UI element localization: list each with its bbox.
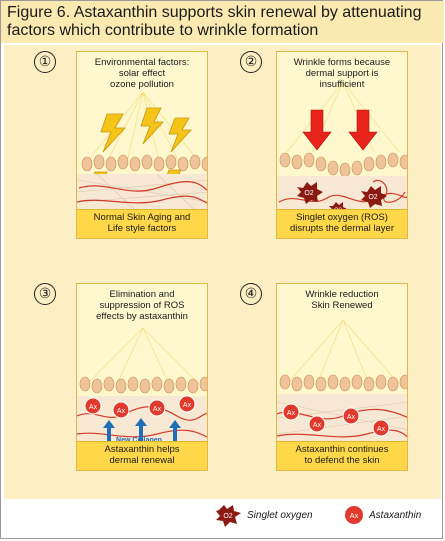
caption-line: Singlet oxygen (ROS) bbox=[296, 212, 388, 223]
caption-line: insufficient bbox=[319, 79, 365, 90]
caption-line: to defend the skin bbox=[304, 455, 380, 466]
panel-1-number: ① bbox=[34, 51, 56, 73]
svg-text:Ax: Ax bbox=[153, 406, 162, 413]
svg-text:Ax: Ax bbox=[377, 426, 386, 433]
svg-text:O2: O2 bbox=[368, 194, 377, 201]
caption-line: Environmental factors: bbox=[94, 57, 190, 68]
collagen-arrow-icon bbox=[103, 418, 181, 444]
figure-title: Figure 6. Astaxanthin supports skin rene… bbox=[1, 1, 444, 43]
svg-text:Ax: Ax bbox=[117, 408, 126, 415]
astaxanthin-legend-label: Astaxanthin bbox=[369, 510, 422, 521]
panel-2-illustration: O2 O2 O2 bbox=[277, 52, 407, 238]
caption-line: Skin Renewed bbox=[311, 300, 373, 311]
panel-2-bottom-caption: Singlet oxygen (ROS) disrupts the dermal… bbox=[277, 209, 407, 238]
panel-4-number: ④ bbox=[240, 283, 262, 305]
singlet-oxygen-legend-label: Singlet oxygen bbox=[247, 510, 313, 521]
svg-text:Ax: Ax bbox=[287, 410, 296, 417]
astaxanthin-legend-icon: Ax bbox=[345, 506, 363, 524]
figure-title-line-2: factors which contribute to wrinkle form… bbox=[7, 22, 319, 39]
panel-1: Environmental factors: solar effect ozon… bbox=[76, 51, 208, 239]
svg-text:Ax: Ax bbox=[313, 422, 322, 429]
pressure-arrow-icon bbox=[302, 109, 378, 151]
caption-line: suppression of ROS bbox=[99, 300, 185, 311]
panel-4-bottom-caption: Astaxanthin continues to defend the skin bbox=[277, 441, 407, 470]
panel-2-top-caption: Wrinkle forms because dermal support is … bbox=[277, 57, 407, 90]
panel-3-top-caption: Elimination and suppression of ROS effec… bbox=[77, 289, 207, 322]
caption-line: dermal support is bbox=[305, 68, 379, 79]
panel-1-top-caption: Environmental factors: solar effect ozon… bbox=[77, 57, 207, 90]
caption-line: solar effect bbox=[118, 68, 166, 79]
caption-line: Wrinkle forms because bbox=[293, 57, 391, 68]
panel-3: New Collagen Ax Ax Ax Ax Elimination and… bbox=[76, 283, 208, 471]
caption-line: Life style factors bbox=[107, 223, 177, 234]
caption-line: Wrinkle reduction bbox=[305, 289, 379, 300]
svg-text:Ax: Ax bbox=[89, 404, 98, 411]
panel-area: ① bbox=[4, 45, 441, 499]
svg-text:Ax: Ax bbox=[350, 511, 359, 520]
panel-3-illustration: New Collagen Ax Ax Ax Ax bbox=[77, 284, 207, 470]
new-collagen-label: New Collagen bbox=[116, 437, 162, 444]
caption-line: Astaxanthin continues bbox=[295, 444, 389, 455]
svg-text:O2: O2 bbox=[223, 513, 232, 520]
panel-4: Ax Ax Ax Ax Wrinkle reduction Skin Renew… bbox=[276, 283, 408, 471]
caption-line: ozone pollution bbox=[110, 79, 174, 90]
svg-text:O2: O2 bbox=[304, 190, 313, 197]
legend: O2 Singlet oxygen Ax Astaxanthin bbox=[1, 501, 444, 539]
panel-3-number: ③ bbox=[34, 283, 56, 305]
panel-4-top-caption: Wrinkle reduction Skin Renewed bbox=[277, 289, 407, 311]
caption-line: disrupts the dermal layer bbox=[289, 223, 395, 234]
panel-2: O2 O2 O2 Wrinkle forms because dermal su… bbox=[276, 51, 408, 239]
panel-1-bottom-caption: Normal Skin Aging and Life style factors bbox=[77, 209, 207, 238]
caption-line: Elimination and bbox=[109, 289, 175, 300]
figure-title-line-1: Figure 6. Astaxanthin supports skin rene… bbox=[7, 4, 422, 21]
svg-text:Ax: Ax bbox=[347, 414, 356, 421]
panel-2-number: ② bbox=[240, 51, 262, 73]
caption-line: effects by astaxanthin bbox=[96, 311, 188, 322]
astaxanthin-icon: Ax Ax Ax Ax bbox=[282, 403, 390, 437]
astaxanthin-icon: Ax Ax Ax Ax bbox=[84, 395, 196, 419]
caption-line: Astaxanthin helps bbox=[104, 444, 180, 455]
panel-1-illustration bbox=[77, 52, 207, 238]
panel-4-illustration: Ax Ax Ax Ax bbox=[277, 284, 407, 470]
svg-text:Ax: Ax bbox=[183, 402, 192, 409]
panel-3-bottom-caption: Astaxanthin helps dermal renewal bbox=[77, 441, 207, 470]
singlet-oxygen-legend-icon: O2 bbox=[216, 505, 241, 527]
caption-line: Normal Skin Aging and bbox=[93, 212, 191, 223]
caption-line: dermal renewal bbox=[109, 455, 175, 466]
